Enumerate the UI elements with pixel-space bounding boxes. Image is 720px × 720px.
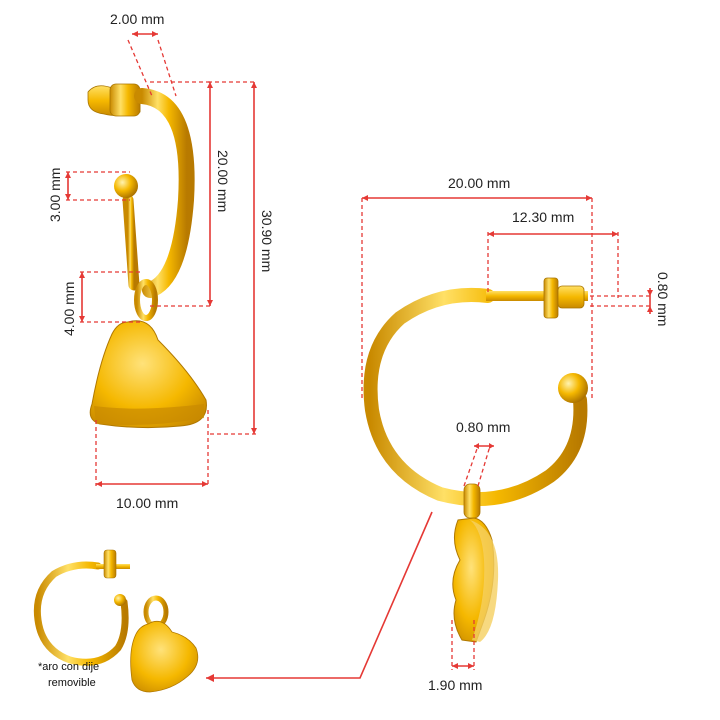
dim-jump-ring-thickness: 0.80 mm xyxy=(456,419,510,435)
earring-back-wing xyxy=(557,285,585,309)
dim-loop-height: 4.00 mm xyxy=(61,282,77,336)
dim-total-height: 30.90 mm xyxy=(259,210,275,272)
removable-note-line1: *aro con dije xyxy=(38,661,99,673)
small-hoop-ball xyxy=(114,594,126,606)
hoop-ball xyxy=(114,174,138,198)
hoop-ball-front xyxy=(558,373,588,403)
small-hoop xyxy=(33,561,129,666)
dim-hoop-diameter: 20.00 mm xyxy=(448,175,510,191)
connector-line xyxy=(206,511,433,679)
dim-top-width: 2.00 mm xyxy=(110,11,164,27)
hoop-side xyxy=(134,88,195,298)
connector-arrowhead xyxy=(206,674,214,682)
front-view-earring xyxy=(363,277,588,643)
removable-note-line2: removible xyxy=(48,677,96,689)
heart-charm-face xyxy=(470,520,499,642)
earring-post xyxy=(486,291,588,301)
dim-post-length: 12.30 mm xyxy=(512,209,574,225)
earring-back-front xyxy=(543,277,559,319)
hoop-front xyxy=(363,287,588,507)
jump-ring xyxy=(134,279,158,321)
side-view-earring xyxy=(87,83,207,429)
side-view-dimensions: 2.00 mm 3.00 mm 4.00 mm 20.00 mm 30.90 m… xyxy=(47,11,275,511)
small-charm-heart xyxy=(130,620,199,693)
dim-charm-thickness: 1.90 mm xyxy=(428,677,482,693)
hoop-inner-wire xyxy=(122,194,140,291)
heart-edge xyxy=(94,404,204,426)
dim-hoop-height: 20.00 mm xyxy=(215,150,231,212)
small-hoop-back xyxy=(103,549,117,579)
heart-charm xyxy=(89,320,207,429)
removable-parts: *aro con dije removible xyxy=(33,549,199,693)
dim-ball-height: 3.00 mm xyxy=(47,168,63,222)
dim-heart-width: 10.00 mm xyxy=(116,495,178,511)
dim-post-thickness: 0.80 mm xyxy=(655,272,671,326)
jump-ring-front xyxy=(463,483,481,519)
front-view-dimensions: 20.00 mm 12.30 mm 0.80 mm 0.80 mm 1.90 m… xyxy=(206,175,671,693)
